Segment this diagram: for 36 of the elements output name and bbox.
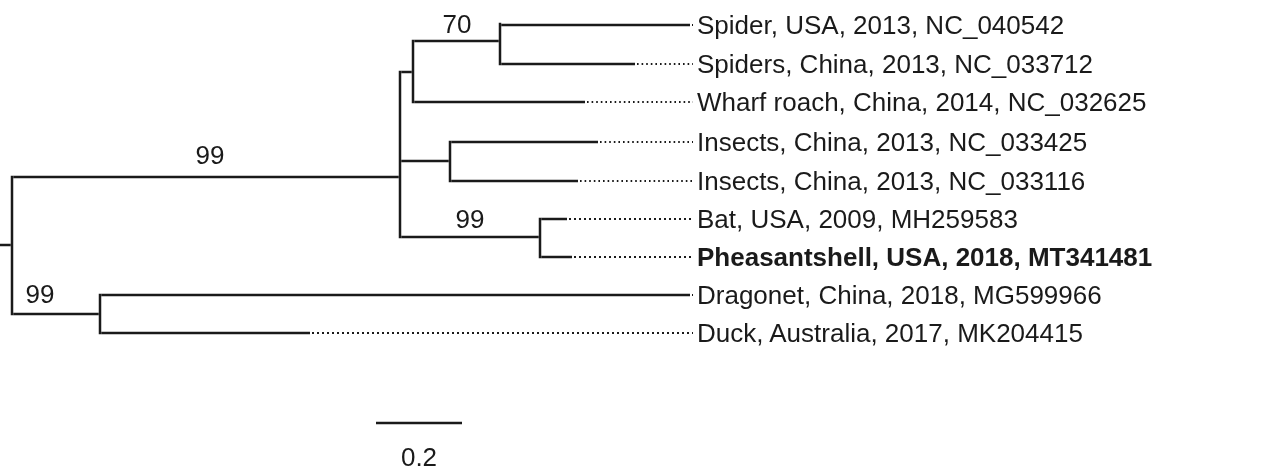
tree-branch bbox=[101, 293, 694, 297]
root-branch bbox=[0, 243, 11, 247]
tree-branch bbox=[451, 140, 694, 144]
taxon-label: Pheasantshell, USA, 2018, MT341481 bbox=[697, 242, 1153, 272]
tree-branch bbox=[401, 159, 449, 163]
branch-node-bar bbox=[98, 293, 102, 335]
tree-branch bbox=[414, 39, 499, 43]
branch-node-bar bbox=[498, 22, 502, 66]
taxon-label: Bat, USA, 2009, MH259583 bbox=[697, 204, 1018, 234]
taxon-label: Insects, China, 2013, NC_033116 bbox=[697, 166, 1086, 196]
tree-branch bbox=[13, 312, 99, 316]
branch-node-bar bbox=[448, 140, 452, 183]
taxon-label: Insects, China, 2013, NC_033425 bbox=[697, 127, 1088, 157]
scale-value: 0.2 bbox=[400, 442, 438, 468]
tree-branch bbox=[501, 62, 694, 66]
taxon-label: Dragonet, China, 2018, MG599966 bbox=[697, 280, 1102, 310]
bootstrap-value: 99 bbox=[195, 140, 225, 170]
taxon-label: Spiders, China, 2013, NC_033712 bbox=[697, 49, 1094, 79]
taxon-label: Spider, USA, 2013, NC_040542 bbox=[697, 10, 1065, 40]
branch-node-bar bbox=[398, 70, 402, 239]
bootstrap-value: 99 bbox=[25, 279, 55, 309]
bootstrap-value: 70 bbox=[442, 9, 472, 39]
tree-branch bbox=[541, 255, 694, 259]
tree-branch bbox=[451, 179, 694, 183]
taxon-label: Wharf roach, China, 2014, NC_032625 bbox=[697, 87, 1147, 117]
branch-node-bar bbox=[411, 39, 415, 104]
branch-node-bar bbox=[10, 175, 14, 316]
tree-branch bbox=[101, 331, 694, 335]
taxon-label: Duck, Australia, 2017, MK204415 bbox=[697, 318, 1083, 348]
tree-branch bbox=[13, 175, 399, 179]
bootstrap-value: 99 bbox=[455, 204, 485, 234]
tree-branch bbox=[541, 217, 694, 221]
branch-node-bar bbox=[538, 217, 542, 259]
tree-branch bbox=[401, 235, 539, 239]
tree-branch bbox=[501, 23, 694, 27]
tree-branch bbox=[401, 70, 412, 74]
